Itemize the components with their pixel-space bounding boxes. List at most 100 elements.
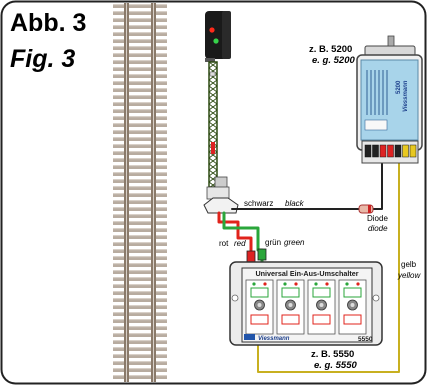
track-sleeper xyxy=(113,221,167,225)
button-green xyxy=(281,287,300,298)
track-sleeper xyxy=(113,242,167,246)
switch-label-de: z. B. 5550 xyxy=(311,349,355,360)
led-green xyxy=(314,282,318,286)
decoder-model: 5200 xyxy=(396,80,402,94)
switch-label-en: e. g. 5550 xyxy=(314,360,357,371)
track-sleepers xyxy=(113,4,167,379)
screw-left xyxy=(231,294,239,302)
decoder-terminal xyxy=(387,144,394,158)
decoder-terminals xyxy=(364,144,417,158)
switch-header: Universal Ein-Aus-Umschalter xyxy=(255,269,358,278)
led-red xyxy=(263,282,267,286)
track-sleeper xyxy=(113,81,167,85)
viessmann-logo xyxy=(244,334,255,340)
wire-yellow xyxy=(257,161,400,373)
track-sleeper xyxy=(113,333,167,337)
track-sleeper xyxy=(113,25,167,29)
track-sleeper xyxy=(113,151,167,155)
track-sleeper xyxy=(113,53,167,57)
diode-label-de: Diode xyxy=(367,214,388,223)
track-sleeper xyxy=(113,193,167,197)
led-green xyxy=(345,282,349,286)
decoder-brand: Viessmann xyxy=(403,80,409,112)
wire-red-label-de: rot xyxy=(219,239,229,248)
track-sleeper xyxy=(113,326,167,330)
track-sleeper xyxy=(113,116,167,120)
signal-plate xyxy=(209,71,216,77)
switch-module xyxy=(338,279,367,335)
track-sleeper xyxy=(113,60,167,64)
mast-lattice xyxy=(208,61,218,189)
track-sleeper xyxy=(113,319,167,323)
button-green xyxy=(250,287,269,298)
track-sleeper xyxy=(113,130,167,134)
track-sleeper xyxy=(113,207,167,211)
figure-label-de: Abb. 3 xyxy=(10,9,87,37)
track-sleeper xyxy=(113,172,167,176)
track-sleeper xyxy=(113,186,167,190)
track-sleeper xyxy=(113,137,167,141)
wire-black-label-de: schwarz xyxy=(244,199,274,208)
mast-marker xyxy=(211,142,215,154)
signal-green-lamp xyxy=(213,38,219,44)
wire-yellow-label-de: gelb xyxy=(401,260,417,269)
button-green xyxy=(312,287,331,298)
track-sleeper xyxy=(113,228,167,232)
screw-right xyxy=(372,294,380,302)
track-sleeper xyxy=(113,256,167,260)
button-red xyxy=(343,314,362,325)
decoder-terminal xyxy=(379,144,387,158)
button-red xyxy=(312,314,331,325)
track-sleeper xyxy=(113,284,167,288)
signal-head xyxy=(205,11,227,59)
track-sleeper xyxy=(113,270,167,274)
track-sleeper xyxy=(113,298,167,302)
track-sleeper xyxy=(113,361,167,365)
connector-green xyxy=(257,248,267,261)
track-sleeper xyxy=(113,179,167,183)
diode-cathode-band xyxy=(368,205,371,213)
switch-5550 xyxy=(229,261,383,346)
track-sleeper xyxy=(113,347,167,351)
diode xyxy=(358,204,374,214)
led-green xyxy=(252,282,256,286)
switch-module xyxy=(307,279,336,335)
signal-red-lamp xyxy=(209,27,215,33)
button-red xyxy=(250,314,269,325)
wire-black-label-en: black xyxy=(285,199,304,208)
connector-red xyxy=(246,250,256,263)
track-sleeper xyxy=(113,354,167,358)
track-sleeper xyxy=(113,102,167,106)
railway-track xyxy=(113,3,167,382)
decoder-terminal xyxy=(394,144,402,158)
track-sleeper xyxy=(113,11,167,15)
track-sleeper xyxy=(113,291,167,295)
track-sleeper xyxy=(113,340,167,344)
track-sleeper xyxy=(113,88,167,92)
track-sleeper xyxy=(113,368,167,372)
decoder-label-en: e. g. 5200 xyxy=(312,55,355,66)
decoder-terminal xyxy=(402,144,409,158)
track-sleeper xyxy=(113,235,167,239)
track-sleeper xyxy=(113,165,167,169)
track-sleeper xyxy=(113,263,167,267)
decoder-label-de: z. B. 5200 xyxy=(309,44,353,55)
button-red xyxy=(281,314,300,325)
wire-black-decoder xyxy=(371,161,383,210)
wire-yellow-label-en: yellow xyxy=(398,271,421,280)
track-sleeper xyxy=(113,305,167,309)
switch-module xyxy=(245,279,274,335)
led-red xyxy=(294,282,298,286)
track-sleeper xyxy=(113,39,167,43)
wire-red xyxy=(217,211,253,254)
wires xyxy=(217,161,400,373)
signal-base xyxy=(206,186,230,200)
switch-module xyxy=(276,279,305,335)
track-sleeper xyxy=(113,277,167,281)
signal-foot xyxy=(203,197,239,214)
track-sleeper xyxy=(113,144,167,148)
decoder-terminal xyxy=(372,144,379,158)
track-sleeper xyxy=(113,74,167,78)
switch-modules xyxy=(245,279,367,335)
